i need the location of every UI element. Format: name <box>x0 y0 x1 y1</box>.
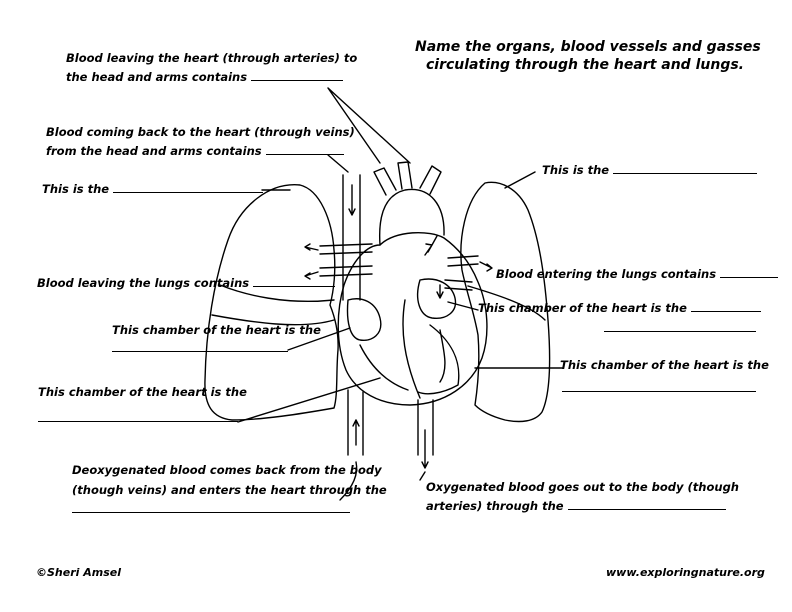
answer-blank-chamber-upper-left[interactable] <box>112 351 288 352</box>
pointer-deoxy <box>339 461 358 501</box>
worksheet-title: Name the organs, blood vessels and gasse… <box>415 38 761 74</box>
label-leaving-lungs-text: Blood leaving the lungs contains <box>37 276 250 290</box>
label-chamber-lower-left: This chamber of the heart is the <box>38 385 247 399</box>
answer-blank-right-lung[interactable] <box>613 161 758 174</box>
label-chamber-upper-right: This chamber of the heart is the <box>478 298 761 318</box>
right-lung-fissure <box>467 285 546 321</box>
pointer-oxy <box>419 471 426 481</box>
website-link[interactable]: www.exploringnature.org <box>606 566 765 579</box>
label-oxy-line1: Oxygenated blood goes out to the body (t… <box>426 480 739 494</box>
answer-blank-chamber-lower-right[interactable] <box>562 391 756 392</box>
label-deoxy-line1: Deoxygenated blood comes back from the b… <box>72 463 382 477</box>
label-chamber-lower-right: This chamber of the heart is the <box>560 358 769 372</box>
left-ventricle <box>417 324 460 395</box>
label-arteries-head-line2: the head and arms contains <box>66 67 344 87</box>
label-this-is-right-text: This is the <box>542 163 610 177</box>
label-leaving-lungs: Blood leaving the lungs contains <box>37 273 336 293</box>
label-entering-lungs-text: Blood entering the lungs contains <box>496 267 717 281</box>
right-atrium <box>346 298 382 341</box>
label-oxy-line2-text: arteries) through the <box>426 499 564 513</box>
septum <box>402 299 421 399</box>
pointer-veins <box>327 154 349 173</box>
answer-blank-oxy[interactable] <box>567 497 726 510</box>
label-this-is-left: This is the <box>42 179 264 199</box>
label-arteries-head-line1: Blood leaving the heart (through arterie… <box>66 51 358 65</box>
title-line-2: circulating through the heart and lungs. <box>425 57 744 73</box>
pointer-right-lung <box>504 171 536 189</box>
answer-blank-entering-lungs[interactable] <box>720 265 779 278</box>
answer-blank-left-lung[interactable] <box>113 180 264 193</box>
label-veins-head-text: from the head and arms contains <box>46 144 262 158</box>
heart-outline <box>337 231 488 406</box>
copyright-notice: ©Sheri Amsel <box>36 566 121 579</box>
answer-blank-chamber-upper-right-2[interactable] <box>604 331 756 332</box>
pointer-la <box>447 301 479 311</box>
label-veins-head-line2: from the head and arms contains <box>46 141 344 161</box>
descending-aorta <box>417 399 434 456</box>
title-line-1: Name the organs, blood vessels and gasse… <box>415 39 761 55</box>
right-ventricle <box>359 344 409 391</box>
label-this-is-left-text: This is the <box>42 182 110 196</box>
label-deoxy-line2: (though veins) and enters the heart thro… <box>72 483 387 497</box>
superior-vena-cava <box>342 174 361 301</box>
answer-blank-leaving-lungs[interactable] <box>253 274 336 287</box>
label-arteries-head-text: the head and arms contains <box>66 70 248 84</box>
label-this-is-right: This is the <box>542 160 758 180</box>
label-veins-head-line1: Blood coming back to the heart (through … <box>46 125 355 139</box>
answer-blank-veins-head[interactable] <box>265 142 344 155</box>
left-atrium <box>416 278 457 319</box>
answer-blank-arteries-head[interactable] <box>251 68 344 81</box>
label-chamber-upper-right-text: This chamber of the heart is the <box>478 301 687 315</box>
label-oxy-line2: arteries) through the <box>426 496 726 516</box>
label-entering-lungs: Blood entering the lungs contains <box>496 264 779 284</box>
aortic-arch <box>378 188 445 246</box>
pointer-ra <box>287 327 351 351</box>
pointer-arteries <box>327 87 411 164</box>
inferior-vena-cava <box>347 389 364 456</box>
pulmonary-veins-left <box>319 243 373 277</box>
answer-blank-deoxy[interactable] <box>72 512 350 513</box>
answer-blank-chamber-upper-right[interactable] <box>690 299 761 312</box>
label-chamber-upper-left: This chamber of the heart is the <box>112 323 321 337</box>
left-lung-fissure <box>219 284 335 303</box>
answer-blank-chamber-lower-left[interactable] <box>38 421 238 422</box>
right-lung <box>460 181 551 423</box>
pointer-rv <box>237 377 381 423</box>
